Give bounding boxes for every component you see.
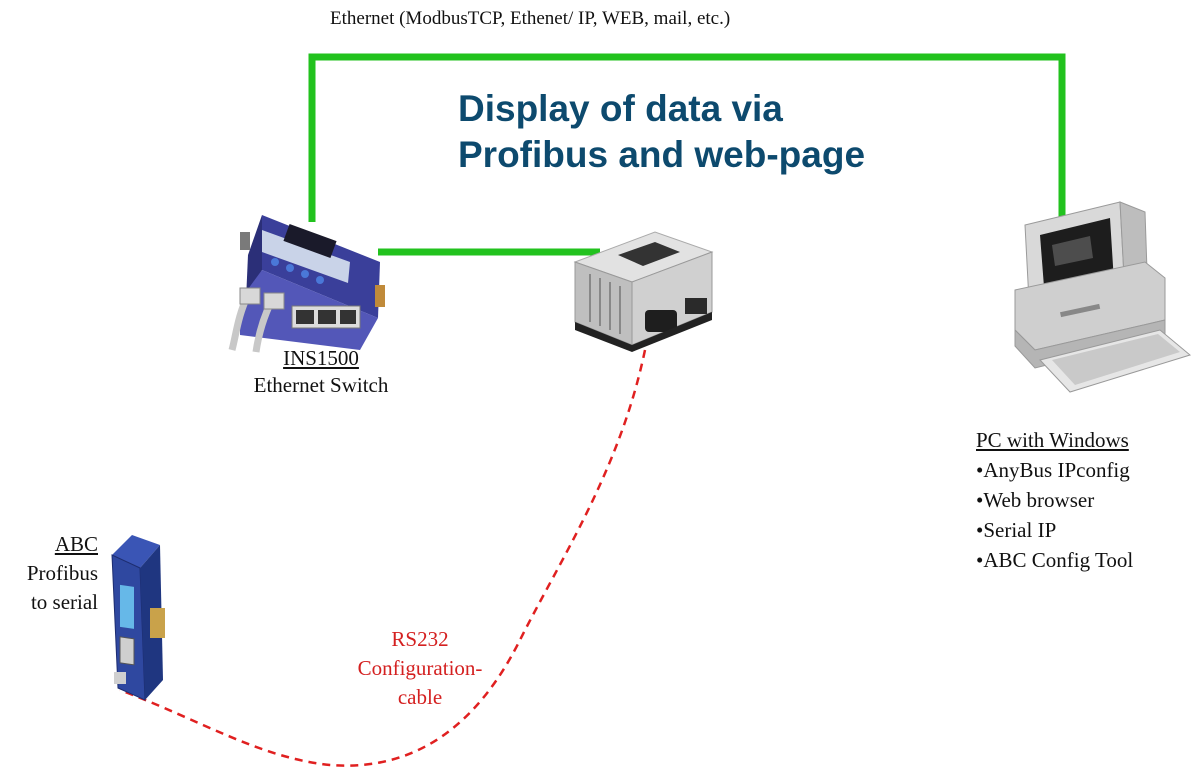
pc-software-item: •Web browser bbox=[976, 488, 1095, 512]
pc-software-item: •Serial IP bbox=[976, 518, 1057, 542]
abc-name: ABC bbox=[54, 532, 98, 556]
ethernet-protocols-label: Ethernet (ModbusTCP, Ethenet/ IP, WEB, m… bbox=[330, 8, 731, 29]
pc-heading: PC with Windows bbox=[976, 428, 1129, 452]
pc-label: PC with Windows •AnyBus IPconfig •Web br… bbox=[976, 425, 1133, 575]
pc-computer bbox=[1014, 201, 1192, 393]
diagram-title: Display of data via Profibus and web-pag… bbox=[458, 86, 865, 178]
switch-label: INS1500 Ethernet Switch bbox=[238, 345, 404, 399]
rs232-cable bbox=[119, 349, 647, 767]
cable-label-line-2: Configuration- bbox=[357, 656, 483, 680]
abc-profibus-module bbox=[111, 535, 165, 701]
abc-description-line-1: Profibus bbox=[26, 561, 98, 585]
ethernet-link-switch-to-pc bbox=[308, 53, 1066, 222]
abc-label: ABC Profibus to serial bbox=[8, 530, 98, 617]
title-line-2: Profibus and web-page bbox=[458, 134, 866, 175]
pc-software-item: •ABC Config Tool bbox=[976, 548, 1134, 572]
ethernet-switch-device bbox=[228, 215, 385, 353]
title-line-1: Display of data via bbox=[458, 88, 783, 129]
cable-label-line-1: RS232 bbox=[391, 627, 449, 651]
switch-description: Ethernet Switch bbox=[253, 373, 389, 397]
cable-label-line-3: cable bbox=[397, 685, 443, 709]
pc-software-item: •AnyBus IPconfig bbox=[976, 458, 1130, 482]
rs232-cable-label: RS232 Configuration- cable bbox=[355, 625, 485, 712]
abc-description-line-2: to serial bbox=[30, 590, 98, 614]
switch-name: INS1500 bbox=[283, 346, 359, 370]
anybus-gateway-device bbox=[573, 231, 714, 352]
